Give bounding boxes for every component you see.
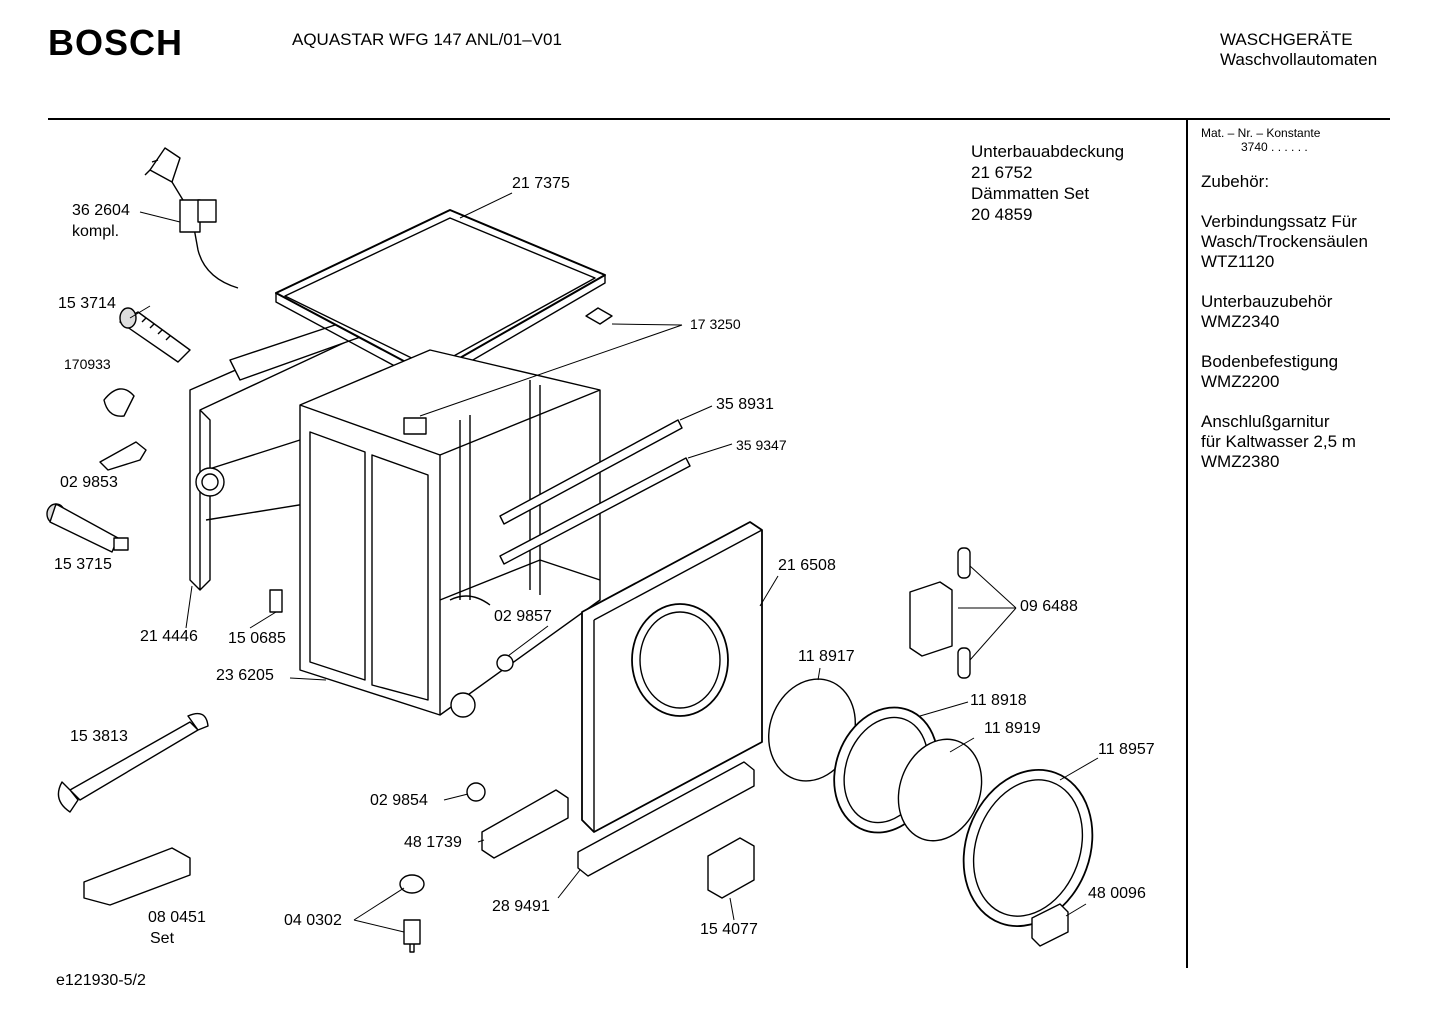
accessory-item: Bodenbefestigung WMZ2200	[1201, 352, 1391, 392]
note-line: Dämmatten Set	[971, 184, 1090, 203]
part-label: 17 3250	[690, 316, 741, 332]
small-bushing-drawing	[466, 782, 486, 802]
accessory-line: Unterbauzubehör	[1201, 292, 1333, 311]
part-label: 48 1739	[404, 834, 462, 851]
part-label: 23 6205	[216, 667, 274, 684]
note-block: Unterbauabdeckung 21 6752 Dämmatten Set …	[971, 141, 1124, 225]
bolt-drawing	[403, 919, 421, 953]
part-label: 02 9857	[494, 608, 552, 625]
part-label: 170933	[64, 356, 111, 372]
part-label: Set	[150, 930, 175, 947]
hinge-drawing	[909, 547, 971, 679]
sidebar-divider	[1186, 118, 1188, 968]
category-line-2: Waschvollautomaten	[1220, 50, 1378, 69]
rail-upper-drawing	[499, 419, 683, 525]
model-title: AQUASTAR WFG 147 ANL/01–V01	[292, 30, 562, 49]
accessory-item: Unterbauzubehör WMZ2340	[1201, 292, 1391, 332]
door-frame-drawing	[962, 768, 1094, 928]
part-label: 11 8957	[1098, 741, 1155, 758]
wrench-drawing	[57, 712, 209, 813]
part-label: 11 8919	[984, 720, 1041, 737]
part-label: 02 9854	[370, 792, 428, 809]
mat-label: Mat. – Nr. – Konstante	[1201, 126, 1321, 140]
part-label: 21 6508	[778, 557, 836, 574]
part-label: 15 3714	[58, 295, 116, 312]
header-rule	[48, 118, 1390, 120]
part-label: 02 9853	[60, 474, 118, 491]
control-panel-part-drawing	[481, 789, 569, 859]
rail-lower-drawing	[499, 457, 691, 565]
top-cover-drawing	[275, 209, 606, 386]
knob-part-drawing	[103, 388, 135, 417]
plinth-drawing	[577, 761, 755, 877]
door-lock-drawing	[707, 837, 755, 899]
accessories-title: Zubehör:	[1201, 172, 1270, 191]
accessory-line: Verbindungssatz Für	[1201, 212, 1357, 231]
clip-17-drawing	[585, 307, 613, 325]
door-glass-drawing	[897, 738, 983, 842]
cabinet-body-drawing	[299, 349, 601, 718]
part-label: 48 0096	[1088, 885, 1146, 902]
drawing-code: e121930-5/2	[56, 972, 146, 989]
part-label: 15 3715	[54, 556, 112, 573]
power-cord-drawing	[144, 147, 239, 289]
mat-value: 3740 . . . . . .	[1241, 140, 1308, 154]
part-label: 11 8918	[970, 692, 1027, 709]
part-label: 15 0685	[228, 630, 286, 647]
accessory-line: WMZ2200	[1201, 372, 1280, 391]
category-heading: WASCHGERÄTE Waschvollautomaten	[1220, 30, 1377, 70]
part-label: 21 4446	[140, 628, 198, 645]
part-label: 28 9491	[492, 898, 550, 915]
rear-frame-drawing	[189, 319, 381, 591]
part-label: kompl.	[72, 223, 120, 240]
accessory-line: WMZ2380	[1201, 452, 1280, 471]
part-label: 09 6488	[1020, 598, 1078, 615]
door-handle-drawing	[1031, 903, 1069, 947]
accessory-line: Wasch/Trockensäulen	[1201, 232, 1368, 251]
part-label: 36 2604	[72, 202, 130, 219]
part-label: 11 8917	[798, 648, 855, 665]
hose-fitting-drawing	[46, 503, 129, 553]
nut-drawing	[399, 874, 425, 894]
accessory-item: Verbindungssatz Für Wasch/Trockensäulen …	[1201, 212, 1391, 272]
accessory-line: WTZ1120	[1201, 252, 1275, 271]
transport-bracket-drawing	[83, 847, 191, 906]
part-label: 35 8931	[716, 396, 774, 413]
switch-part-drawing	[269, 589, 283, 613]
brand-logo: BOSCH	[48, 22, 184, 63]
note-line: 20 4859	[971, 205, 1033, 224]
inlet-valve-drawing	[119, 307, 191, 363]
accessory-item: Anschlußgarnitur für Kaltwasser 2,5 m WM…	[1201, 412, 1391, 472]
note-line: 21 6752	[971, 163, 1033, 182]
part-label: 15 3813	[70, 728, 128, 745]
part-label: 04 0302	[284, 912, 342, 929]
category-line-1: WASCHGERÄTE	[1220, 30, 1353, 49]
part-label: 08 0451	[148, 909, 206, 926]
clip-part-drawing	[99, 441, 147, 471]
part-label: 15 4077	[700, 921, 758, 938]
accessory-line: Bodenbefestigung	[1201, 352, 1339, 371]
note-line: Unterbauabdeckung	[971, 142, 1125, 161]
accessory-line: WMZ2340	[1201, 312, 1280, 331]
front-panel-drawing	[581, 521, 763, 833]
small-bearing-drawing	[496, 654, 514, 672]
leader-lines	[129, 192, 1099, 933]
accessory-line: Anschlußgarnitur	[1201, 412, 1330, 431]
accessory-line: für Kaltwasser 2,5 m	[1201, 432, 1356, 451]
part-label: 35 9347	[736, 437, 787, 453]
sidebar: Mat. – Nr. – Konstante 3740 . . . . . . …	[1201, 126, 1391, 492]
part-label: 21 7375	[512, 175, 570, 192]
